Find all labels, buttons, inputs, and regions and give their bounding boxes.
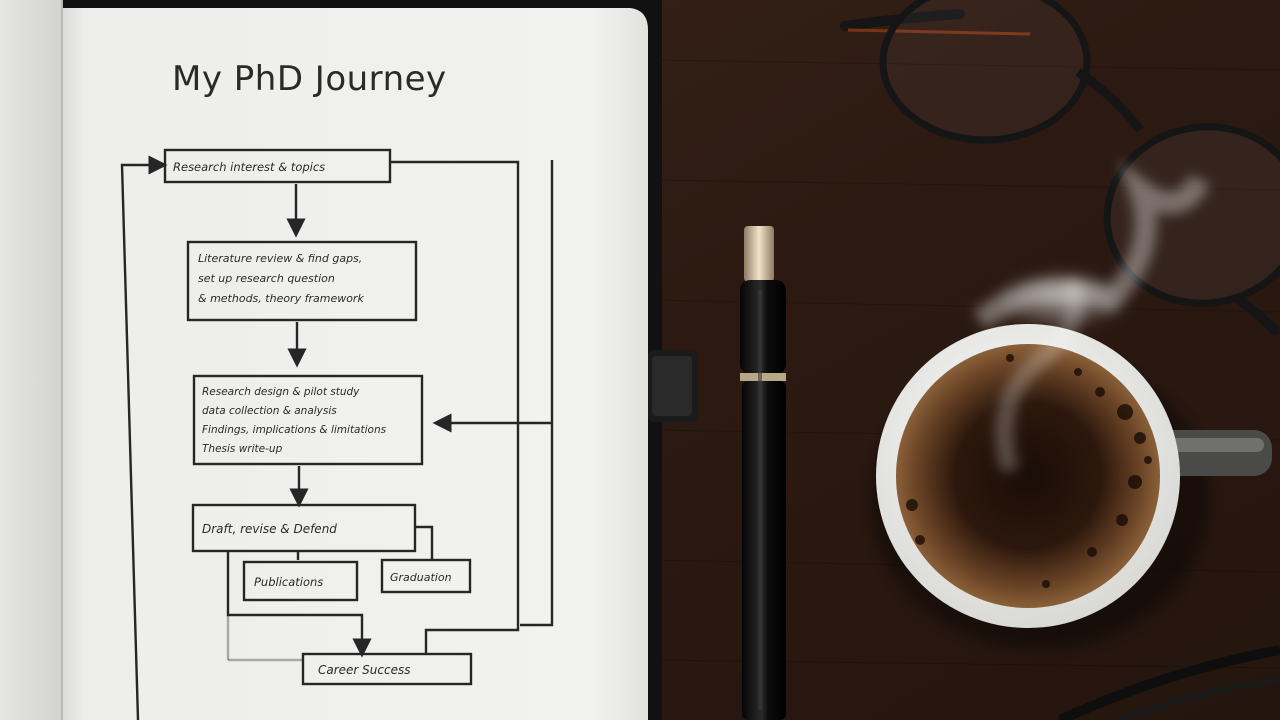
- glasses-bridge: [1075, 68, 1144, 133]
- glasses-lens-right: [1103, 123, 1280, 307]
- box3-line4: Thesis write-up: [202, 443, 283, 455]
- cup-handle-glint: [1160, 438, 1264, 452]
- box3-line1: Research design & pilot study: [202, 386, 360, 398]
- pen-band: [740, 373, 786, 381]
- cable: [1057, 645, 1280, 720]
- conn-4-6: [415, 525, 434, 560]
- box3-line2: data collection & analysis: [202, 405, 337, 417]
- cable-2: [1118, 677, 1280, 720]
- flow-box-2: [186, 240, 418, 322]
- loop-left: [120, 155, 168, 720]
- loop-right-inner: [390, 160, 520, 654]
- box1-line1: Research interest & topics: [173, 160, 325, 174]
- flowchart: [120, 148, 554, 720]
- box2-line1: Literature review & find gaps,: [198, 252, 362, 265]
- flow-box-5: [242, 560, 359, 602]
- coffee: [896, 344, 1160, 608]
- box2-line2: set up research question: [198, 272, 335, 285]
- elastic-band-texture: [652, 356, 692, 416]
- flow-box-7: [301, 652, 473, 686]
- glasses-temple-glint: [847, 28, 1031, 36]
- loop-right-outer: [520, 160, 554, 627]
- flow-box-6: [380, 558, 472, 594]
- box7-line1: Career Success: [318, 663, 410, 677]
- coffee-bubbles: [906, 354, 1152, 588]
- left-page: [0, 0, 62, 720]
- conn-to-7: [226, 551, 372, 658]
- steam: [973, 160, 1210, 473]
- box6-line1: Graduation: [390, 571, 452, 584]
- pen-barrel: [742, 381, 786, 720]
- right-page: [62, 8, 648, 720]
- fountain-pen: [740, 226, 786, 720]
- flow-box-3: [192, 374, 424, 466]
- box2-line3: & methods, theory framework: [198, 292, 364, 305]
- flowchart-labels: Research interest & topics Literature re…: [173, 160, 452, 677]
- glasses-arm: [1235, 295, 1280, 335]
- pen-highlight: [758, 290, 762, 710]
- eyeglasses: [840, 0, 1280, 335]
- notebook-title: My PhD Journey: [172, 59, 447, 99]
- box5-line1: Publications: [254, 575, 323, 589]
- box4-line1: Draft, revise & Defend: [202, 522, 337, 536]
- pen-cap: [740, 280, 786, 374]
- glasses-lens-left: [879, 0, 1091, 144]
- pen-clip-top: [744, 226, 774, 282]
- box3-line3: Findings, implications & limitations: [202, 424, 387, 436]
